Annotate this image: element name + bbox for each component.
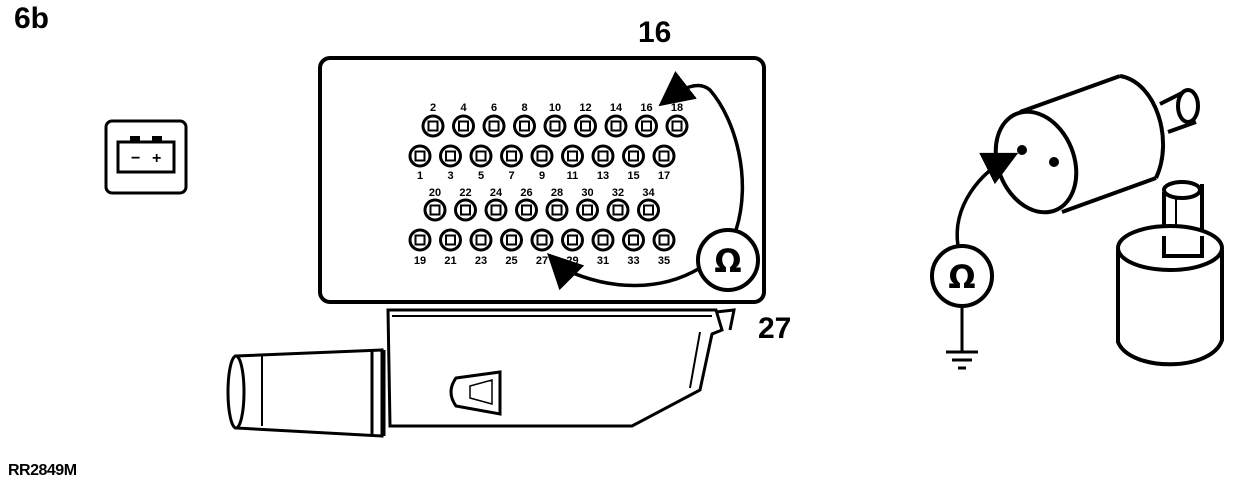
connector-pin-28: 28	[545, 187, 569, 222]
connector-pin-2: 2	[421, 102, 445, 138]
harness-connector	[226, 308, 736, 438]
pin-number: 20	[429, 187, 441, 199]
pin-number: 28	[551, 187, 563, 199]
connector-pin-24: 24	[484, 187, 508, 222]
probe-lead-to-sensor	[955, 152, 1019, 247]
connector-pin-25: 25	[500, 228, 523, 267]
pin-number: 33	[627, 255, 639, 267]
connector-pin-9: 9	[530, 144, 554, 182]
pin-number: 14	[610, 102, 623, 114]
pin-number: 11	[567, 170, 579, 182]
pin-number: 23	[475, 255, 487, 267]
probe-lead-to-27	[547, 253, 701, 291]
connector-pin-6: 6	[482, 102, 506, 138]
connector-pin-7: 7	[500, 144, 523, 182]
pin-number: 5	[478, 170, 484, 182]
sensor-component	[993, 74, 1224, 367]
battery-plus-label: +	[152, 150, 161, 167]
pin-number: 8	[521, 102, 527, 114]
pin-number: 4	[460, 102, 467, 114]
connector-pin-11: 11	[561, 144, 584, 182]
connector-pin-20: 20	[423, 187, 447, 222]
ohmmeter-icon: Ω	[696, 228, 760, 292]
ohmmeter-icon-2: Ω	[930, 244, 994, 308]
pin-number: 31	[597, 255, 609, 267]
pin-number: 34	[642, 187, 655, 199]
connector-pin-23: 23	[469, 228, 493, 267]
pin-number: 26	[520, 187, 532, 199]
connector-pin-21: 21	[439, 228, 462, 267]
pin-number: 13	[597, 170, 609, 182]
connector-pin-16: 16	[635, 102, 658, 138]
pin-number: 24	[490, 187, 503, 199]
connector-pin-33: 33	[622, 228, 645, 267]
pin-number: 27	[536, 255, 548, 267]
svg-text:Ω: Ω	[714, 242, 741, 280]
pin-number: 1	[417, 170, 423, 182]
connector-pin-27: 27	[530, 228, 554, 267]
pin-number: 32	[612, 187, 624, 199]
pin-number: 19	[414, 255, 426, 267]
pin-number: 12	[579, 102, 591, 114]
connector-pin-19: 19	[408, 228, 432, 267]
connector-pin-12: 12	[574, 102, 597, 138]
connector-pin-22: 22	[454, 187, 477, 222]
connector-pin-4: 4	[452, 102, 475, 138]
connector-pin-30: 30	[576, 187, 599, 222]
callout-pin-16: 16	[638, 16, 672, 49]
pin-number: 9	[539, 170, 545, 182]
connector-pin-26: 26	[515, 187, 538, 222]
pin-number: 29	[566, 255, 578, 267]
connector-pin-35: 35	[652, 228, 676, 267]
pin-number: 3	[447, 170, 453, 182]
connector-pin-8: 8	[513, 102, 536, 138]
pin-number: 22	[459, 187, 471, 199]
pin-number: 15	[627, 170, 639, 182]
connector-pin-31: 31	[591, 228, 615, 267]
probe-lead-to-16	[658, 70, 745, 231]
pin-number: 7	[508, 170, 514, 182]
battery-minus-label: −	[131, 150, 140, 167]
pin-number: 35	[658, 255, 670, 267]
connector-pin-3: 3	[439, 144, 462, 182]
pin-number: 10	[549, 102, 561, 114]
pin-number: 21	[444, 255, 456, 267]
battery-icon: − +	[104, 119, 188, 195]
connector-pin-5: 5	[469, 144, 493, 182]
connector-pin-17: 17	[652, 144, 676, 182]
connector-pin-13: 13	[591, 144, 615, 182]
pin-number: 17	[658, 170, 670, 182]
connector-pin-34: 34	[637, 187, 660, 222]
pin-number: 30	[581, 187, 593, 199]
pin-number: 6	[491, 102, 497, 114]
connector-pin-15: 15	[622, 144, 645, 182]
connector-pin-10: 10	[543, 102, 567, 138]
connector-pin-14: 14	[604, 102, 628, 138]
callout-pin-27: 27	[758, 312, 792, 345]
pin-number: 25	[505, 255, 517, 267]
connector-pin-32: 32	[606, 187, 630, 222]
connector-pin-1: 1	[408, 144, 432, 182]
pin-number: 18	[671, 102, 683, 114]
pin-number: 2	[430, 102, 436, 114]
pin-number: 16	[640, 102, 652, 114]
svg-text:Ω: Ω	[948, 258, 975, 296]
figure-label: 6b	[14, 2, 50, 35]
reference-code: RR2849M	[8, 462, 77, 479]
ground-icon	[946, 306, 978, 370]
